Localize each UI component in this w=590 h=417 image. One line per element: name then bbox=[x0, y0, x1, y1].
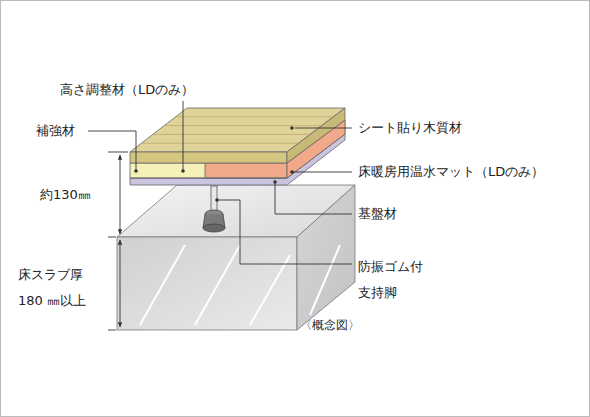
leader-dots bbox=[134, 126, 294, 202]
support-leg bbox=[203, 186, 225, 232]
part-label: 床暖房用温水マット（LDのみ） bbox=[358, 162, 583, 182]
part-label: 防振ゴム付 支持脚 bbox=[358, 254, 436, 306]
slab-stroke bbox=[140, 245, 185, 325]
part-label: 高さ調整材（LDのみ） bbox=[60, 80, 260, 100]
part-label: シート貼り木質材 bbox=[358, 118, 558, 138]
part-label: 基盤材 bbox=[358, 204, 458, 224]
wood-stroke bbox=[141, 143, 298, 144]
floor-slab bbox=[117, 185, 355, 330]
wood-grain bbox=[141, 117, 333, 143]
dimension-label: 床スラブ厚 180 ㎜以上 bbox=[18, 262, 102, 314]
floor-panel bbox=[130, 108, 345, 185]
note-label: 〈概念図〉 bbox=[300, 315, 390, 335]
slab-stroke bbox=[195, 245, 240, 325]
dimension-lines bbox=[108, 152, 128, 330]
leader-lines bbox=[88, 101, 352, 264]
wood-stroke bbox=[176, 116, 334, 117]
wood-stroke bbox=[164, 125, 322, 126]
wood-stroke bbox=[153, 134, 310, 135]
dimension-label: 約130㎜ bbox=[40, 185, 115, 205]
slab-stroke bbox=[250, 255, 290, 325]
slab-stroke bbox=[310, 245, 340, 315]
part-label: 補強材 bbox=[36, 121, 96, 141]
